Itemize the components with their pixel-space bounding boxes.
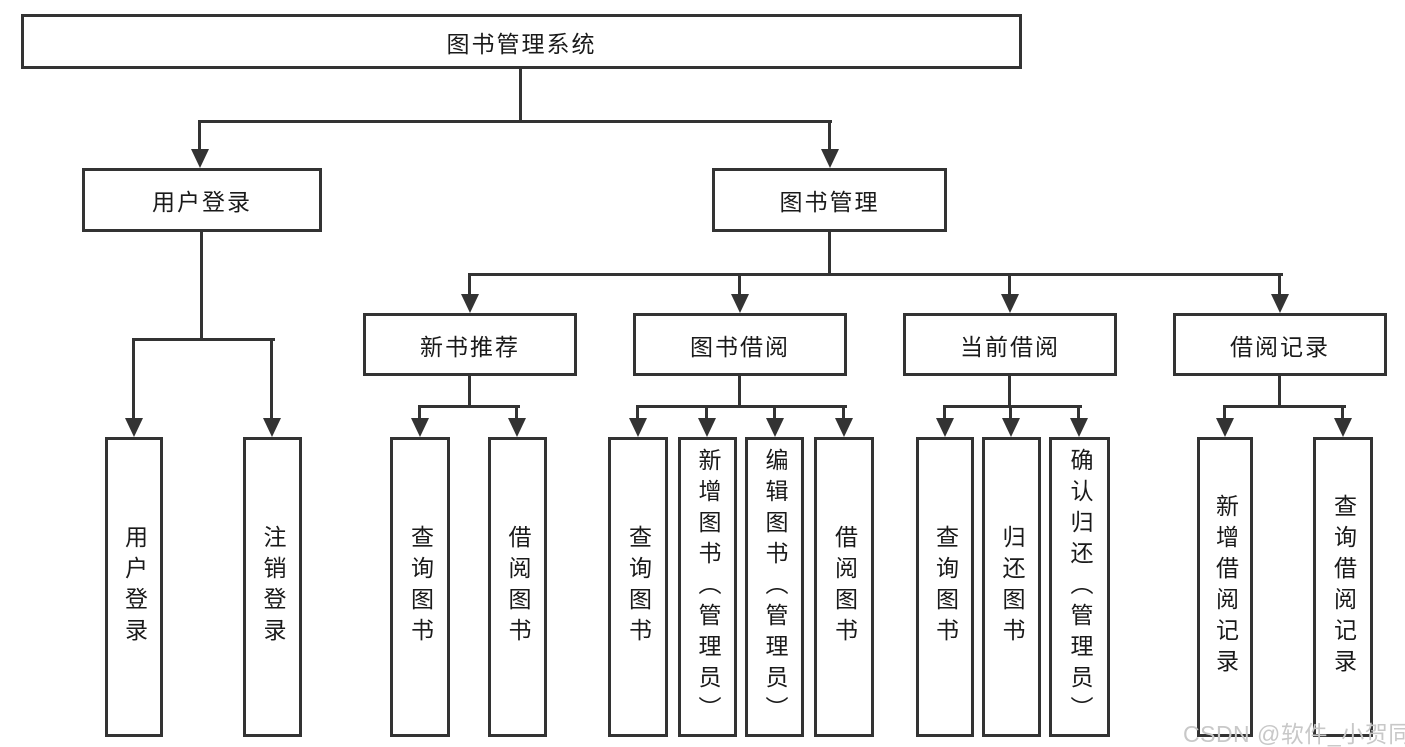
- arrowhead-down: [1070, 418, 1088, 437]
- connector-recommend-stem: [468, 376, 471, 405]
- arrowhead-down: [629, 418, 647, 437]
- arrowhead-down: [698, 418, 716, 437]
- connector-book-management-bar: [468, 273, 1283, 276]
- connector-drop-line: [1077, 405, 1080, 419]
- connector-drop-line: [1223, 405, 1226, 419]
- connector-drop-line: [1278, 273, 1281, 295]
- connector-user-login-bar: [132, 338, 275, 341]
- connector-drop-line: [705, 405, 708, 419]
- node-new-book-recommend: 新书推荐: [363, 313, 577, 376]
- arrowhead-down: [731, 294, 749, 313]
- node-current-borrowing-label: 当前借阅: [960, 333, 1060, 360]
- arrowhead-down: [1002, 418, 1020, 437]
- node-new-book-recommend-label: 新书推荐: [420, 333, 520, 360]
- leaf-current-return-books: 归还图书: [982, 437, 1041, 737]
- arrowhead-down: [936, 418, 954, 437]
- node-borrowing-records-label: 借阅记录: [1230, 333, 1330, 360]
- connector-borrowing-bar: [636, 405, 847, 408]
- leaf-current-return-books-label: 归还图书: [999, 525, 1025, 649]
- connector-drop-line: [132, 338, 135, 419]
- leaf-recommend-borrow-books-label: 借阅图书: [505, 525, 531, 649]
- leaf-borrowing-query-books: 查询图书: [608, 437, 668, 737]
- leaf-current-confirm-return: 确认归还（管理员）: [1049, 437, 1110, 737]
- arrowhead-down: [1001, 294, 1019, 313]
- connector-drop-line: [1009, 405, 1012, 419]
- node-user-login-label: 用户登录: [152, 189, 252, 215]
- connector-drop-line: [1008, 273, 1011, 295]
- connector-drop-line: [943, 405, 946, 419]
- node-book-borrowing-label: 图书借阅: [690, 333, 790, 360]
- arrowhead-down: [821, 149, 839, 168]
- leaf-recommend-borrow-books: 借阅图书: [488, 437, 547, 737]
- arrowhead-down: [1216, 418, 1234, 437]
- leaf-logout: 注销登录: [243, 437, 302, 737]
- arrowhead-down: [766, 418, 784, 437]
- arrowhead-down: [263, 418, 281, 437]
- node-root-label: 图书管理系统: [446, 30, 597, 57]
- node-user-login: 用户登录: [82, 168, 322, 232]
- connector-drop-line: [773, 405, 776, 419]
- leaf-recommend-query-books-label: 查询图书: [407, 525, 434, 649]
- node-root: 图书管理系统: [21, 14, 1022, 69]
- leaf-borrowing-query-books-label: 查询图书: [625, 525, 652, 649]
- leaf-recommend-query-books: 查询图书: [390, 437, 450, 737]
- node-current-borrowing: 当前借阅: [903, 313, 1117, 376]
- arrowhead-down: [1334, 418, 1352, 437]
- node-book-borrowing: 图书借阅: [633, 313, 847, 376]
- leaf-records-query-record-label: 查询借阅记录: [1330, 494, 1357, 680]
- connector-root-bar: [198, 120, 832, 123]
- connector-records-stem: [1278, 376, 1281, 405]
- connector-drop-line: [738, 273, 741, 295]
- leaf-user-login: 用户登录: [105, 437, 163, 737]
- arrowhead-down: [461, 294, 479, 313]
- arrowhead-down: [1271, 294, 1289, 313]
- connector-book-management-stem: [828, 232, 831, 273]
- leaf-current-query-books: 查询图书: [916, 437, 974, 737]
- connector-drop-line: [828, 120, 831, 150]
- leaf-borrowing-borrow-books: 借阅图书: [814, 437, 874, 737]
- connector-drop-line: [515, 405, 518, 419]
- leaf-borrowing-add-books: 新增图书（管理员）: [678, 437, 737, 737]
- connector-records-bar: [1223, 405, 1346, 408]
- connector-drop-line: [270, 338, 273, 419]
- connector-current-bar: [943, 405, 1082, 408]
- connector-drop-line: [636, 405, 639, 419]
- leaf-borrowing-add-books-label: 新增图书（管理员）: [695, 447, 721, 727]
- connector-borrowing-stem: [738, 376, 741, 405]
- connector-user-login-stem: [200, 232, 203, 338]
- leaf-current-confirm-return-label: 确认归还（管理员）: [1067, 447, 1093, 727]
- connector-drop-line: [842, 405, 845, 419]
- node-borrowing-records: 借阅记录: [1173, 313, 1387, 376]
- connector-root-stem: [519, 69, 522, 120]
- arrowhead-down: [835, 418, 853, 437]
- arrowhead-down: [125, 418, 143, 437]
- connector-drop-line: [1341, 405, 1344, 419]
- leaf-user-login-label: 用户登录: [121, 525, 148, 649]
- arrowhead-down: [191, 149, 209, 168]
- leaf-logout-label: 注销登录: [260, 525, 286, 649]
- node-book-management: 图书管理: [712, 168, 947, 232]
- connector-current-stem: [1008, 376, 1011, 405]
- arrowhead-down: [411, 418, 429, 437]
- leaf-records-query-record: 查询借阅记录: [1313, 437, 1373, 737]
- connector-drop-line: [418, 405, 421, 419]
- connector-drop-line: [198, 120, 201, 150]
- arrowhead-down: [508, 418, 526, 437]
- leaf-borrowing-edit-books-label: 编辑图书（管理员）: [762, 447, 788, 727]
- leaf-borrowing-edit-books: 编辑图书（管理员）: [745, 437, 804, 737]
- leaf-records-add-record-label: 新增借阅记录: [1212, 494, 1239, 680]
- leaf-current-query-books-label: 查询图书: [932, 525, 959, 649]
- leaf-records-add-record: 新增借阅记录: [1197, 437, 1253, 737]
- leaf-borrowing-borrow-books-label: 借阅图书: [831, 525, 858, 649]
- watermark: CSDN @软件_小贺同学: [1183, 721, 1405, 747]
- connector-drop-line: [468, 273, 471, 295]
- connector-recommend-bar: [418, 405, 520, 408]
- node-book-management-label: 图书管理: [779, 189, 880, 215]
